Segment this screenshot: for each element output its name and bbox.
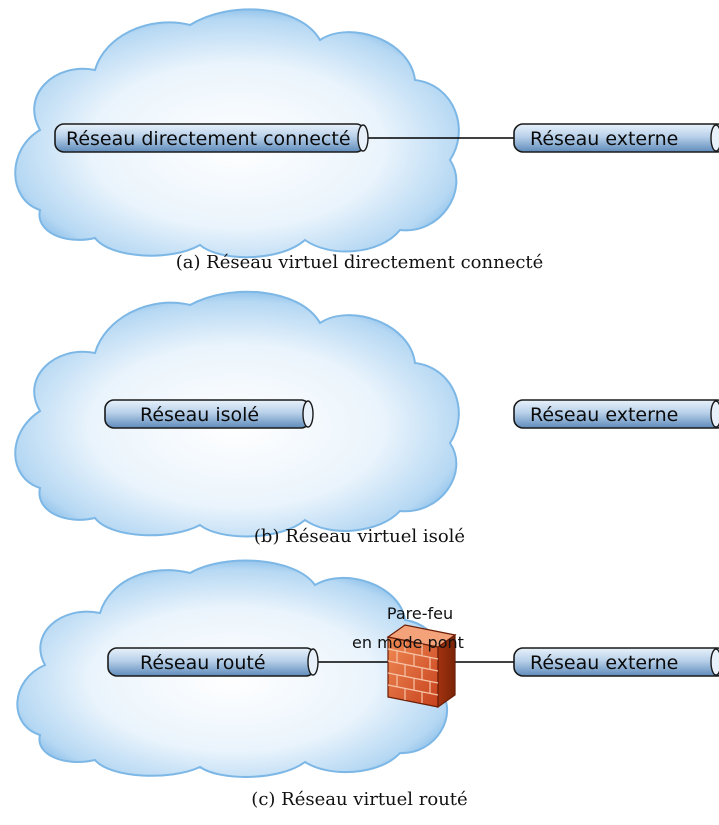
external-network-label: Réseau externe: [530, 652, 678, 674]
internal-network-label: Réseau isolé: [140, 404, 259, 426]
caption: (a) Réseau virtuel directement connecté: [175, 252, 544, 273]
panel-b: Réseau isolé Réseau externe (b) Réseau v…: [0, 283, 719, 563]
internal-network-label: Réseau directement connecté: [66, 128, 351, 150]
external-network-pipe: Réseau externe: [513, 647, 719, 677]
external-network-pipe: Réseau externe: [513, 123, 719, 153]
firewall-label-line1: Pare-feu: [387, 604, 453, 623]
internal-network-pipe: Réseau isolé: [104, 399, 314, 429]
panel-c: Réseau routé Réseau externe: [0, 555, 719, 825]
internal-network-pipe: Réseau directement connecté: [54, 123, 369, 153]
external-network-label: Réseau externe: [530, 404, 678, 426]
internal-network-label: Réseau routé: [140, 652, 266, 674]
brick-wall-firewall-icon: [386, 624, 457, 709]
caption: (b) Réseau virtuel isolé: [253, 526, 466, 547]
external-network-pipe: Réseau externe: [513, 399, 719, 429]
caption: (c) Réseau virtuel routé: [251, 789, 468, 810]
internal-network-pipe: Réseau routé: [107, 647, 319, 677]
external-network-label: Réseau externe: [530, 128, 678, 150]
panel-b-diagram: Réseau isolé Réseau externe: [14, 290, 719, 538]
panel-a: Réseau directement connecté Réseau exter…: [0, 0, 719, 290]
panel-a-diagram: Réseau directement connecté Réseau exter…: [14, 8, 719, 259]
panel-c-diagram: Réseau routé Réseau externe: [16, 559, 719, 778]
firewall-label-line2-box: en mode pont: [352, 633, 464, 652]
